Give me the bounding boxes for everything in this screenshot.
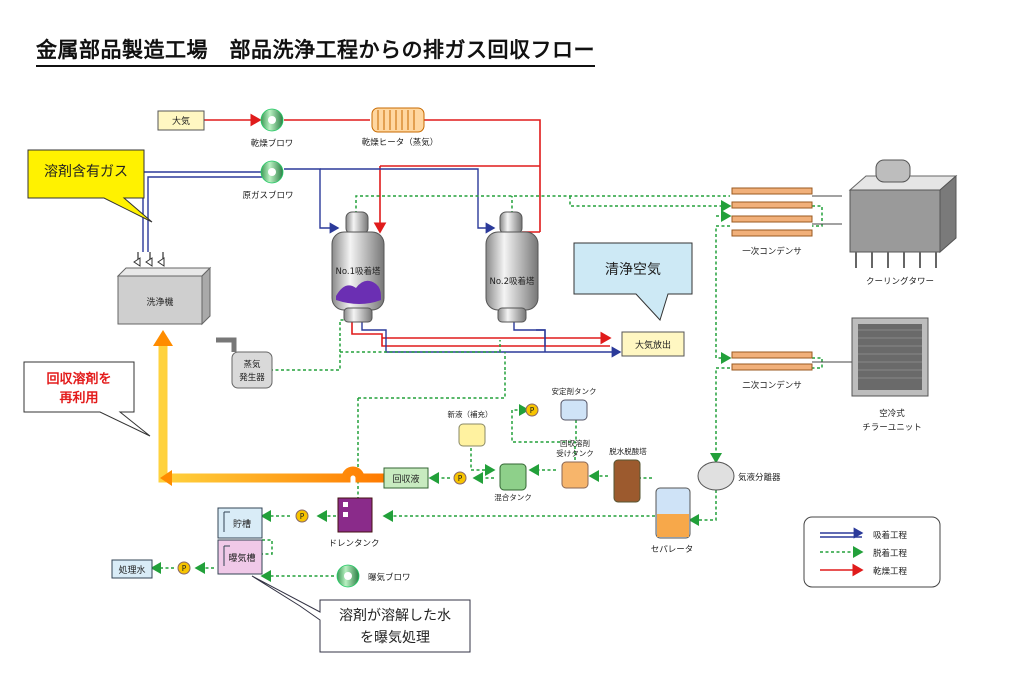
clean-air-text: 清浄空気 <box>605 262 661 278</box>
separator: セパレータ <box>651 487 694 555</box>
recovered-liquid-box: 回収液 <box>383 467 429 489</box>
callout-water: 溶剤が溶解した水 を曝気処理 <box>251 575 471 653</box>
recovered-liquid-label: 回収液 <box>392 473 419 485</box>
water-text-1: 溶剤が溶解した水 <box>339 608 451 624</box>
chiller-label-1: 空冷式 <box>879 408 905 419</box>
aeration-blower-label: 曝気ブロワ <box>368 572 411 583</box>
steam-generator: 蒸気 発生器 <box>216 337 273 389</box>
raw-gas-blower-label: 原ガスブロワ <box>242 190 293 201</box>
steam-gen-label-1: 蒸気 <box>243 359 261 370</box>
mixing-tank-label: 混合タンク <box>494 492 532 502</box>
dry-heater-label: 乾燥ヒータ（蒸気） <box>362 137 439 148</box>
primary-condenser-label: 一次コンデンサ <box>742 246 802 257</box>
air-box: 大気 <box>157 110 205 131</box>
legend-drying: 乾燥工程 <box>873 566 908 577</box>
legend-adsorption: 吸着工程 <box>873 530 908 541</box>
new-liquid-label: 新液（補充） <box>448 409 493 419</box>
aeration-blower: 曝気ブロワ <box>336 564 411 588</box>
svg-text:P: P <box>458 474 463 483</box>
svg-text:P: P <box>182 564 187 573</box>
dry-blower-label: 乾燥ブロワ <box>251 138 294 149</box>
chiller-label-2: チラーユニット <box>862 423 922 433</box>
reuse-text-1: 回収溶剤を <box>46 371 111 387</box>
air-label: 大気 <box>172 115 190 127</box>
solvent-gas-text: 溶剤含有ガス <box>44 164 128 180</box>
atmos-release-label: 大気放出 <box>635 339 671 351</box>
legend: 吸着工程 脱着工程 乾燥工程 <box>803 516 941 588</box>
raw-gas-blower: 原ガスブロワ <box>242 160 294 201</box>
legend-desorption: 脱着工程 <box>873 548 908 559</box>
washer: 洗浄機 <box>116 252 212 326</box>
secondary-condenser-label: 二次コンデンサ <box>742 380 802 391</box>
aeration-tank-label: 曝気槽 <box>228 552 255 564</box>
recovered-solvent-tank: 回収溶剤 受けタンク <box>556 438 594 489</box>
gas-liquid-separator: 気液分離器 <box>697 461 781 491</box>
storage-aeration-tank: 貯槽 曝気槽 <box>217 507 263 575</box>
reuse-text-2: 再利用 <box>59 390 98 406</box>
water-text-2: を曝気処理 <box>360 630 430 646</box>
atmosphere-release: 大気放出 <box>621 331 685 357</box>
treated-water-label: 処理水 <box>118 564 145 576</box>
adsorption-tower-2: No.2吸着塔 <box>485 211 539 323</box>
dry-blower: 乾燥ブロワ <box>251 108 294 149</box>
drain-tank: ドレンタンク P <box>295 497 380 549</box>
svg-text:P: P <box>300 512 305 521</box>
washer-label: 洗浄機 <box>146 296 173 308</box>
secondary-condenser: 二次コンデンサ <box>731 351 852 391</box>
drain-tank-label: ドレンタンク <box>328 539 379 549</box>
recovered-tank-label-2: 受けタンク <box>556 448 594 458</box>
cooling-tower: クーリングタワー <box>848 159 958 287</box>
svg-text:P: P <box>530 406 535 415</box>
recovered-tank-label-1: 回収溶剤 <box>560 438 590 448</box>
tower-1-label: No.1吸着塔 <box>335 266 381 277</box>
dehydration-tower: 脱水脱酸塔 <box>609 446 647 503</box>
dehydration-label: 脱水脱酸塔 <box>609 446 647 456</box>
new-liquid-tank: 新液（補充） <box>448 409 493 447</box>
primary-condenser: 一次コンデンサ <box>731 187 842 257</box>
separator-label: セパレータ <box>651 545 694 555</box>
mixing-tank: 混合タンク P <box>453 463 532 502</box>
steam-gen-label-2: 発生器 <box>239 372 265 383</box>
stabilizer-tank-label: 安定剤タンク <box>552 386 597 396</box>
dry-heater: 乾燥ヒータ（蒸気） <box>362 107 439 148</box>
callout-reuse: 回収溶剤を 再利用 <box>23 361 151 437</box>
stabilizer-tank: 安定剤タンク P <box>525 386 597 421</box>
page-title: 金属部品製造工場 部品洗浄工程からの排ガス回収フロー <box>36 34 595 67</box>
callout-clean-air: 清浄空気 <box>573 242 693 321</box>
storage-tank-label: 貯槽 <box>233 518 251 530</box>
cooling-tower-label: クーリングタワー <box>866 276 934 287</box>
chiller-unit: 空冷式 チラーユニット <box>851 317 929 433</box>
tower-2-label: No.2吸着塔 <box>489 276 535 287</box>
drying-lines <box>204 113 612 347</box>
gl-separator-label: 気液分離器 <box>738 472 781 483</box>
treated-water: 処理水 P <box>111 559 191 579</box>
adsorption-tower-1: No.1吸着塔 <box>331 211 385 323</box>
recycle-arrow <box>153 330 384 486</box>
callout-solvent-gas: 溶剤含有ガス <box>27 149 153 223</box>
